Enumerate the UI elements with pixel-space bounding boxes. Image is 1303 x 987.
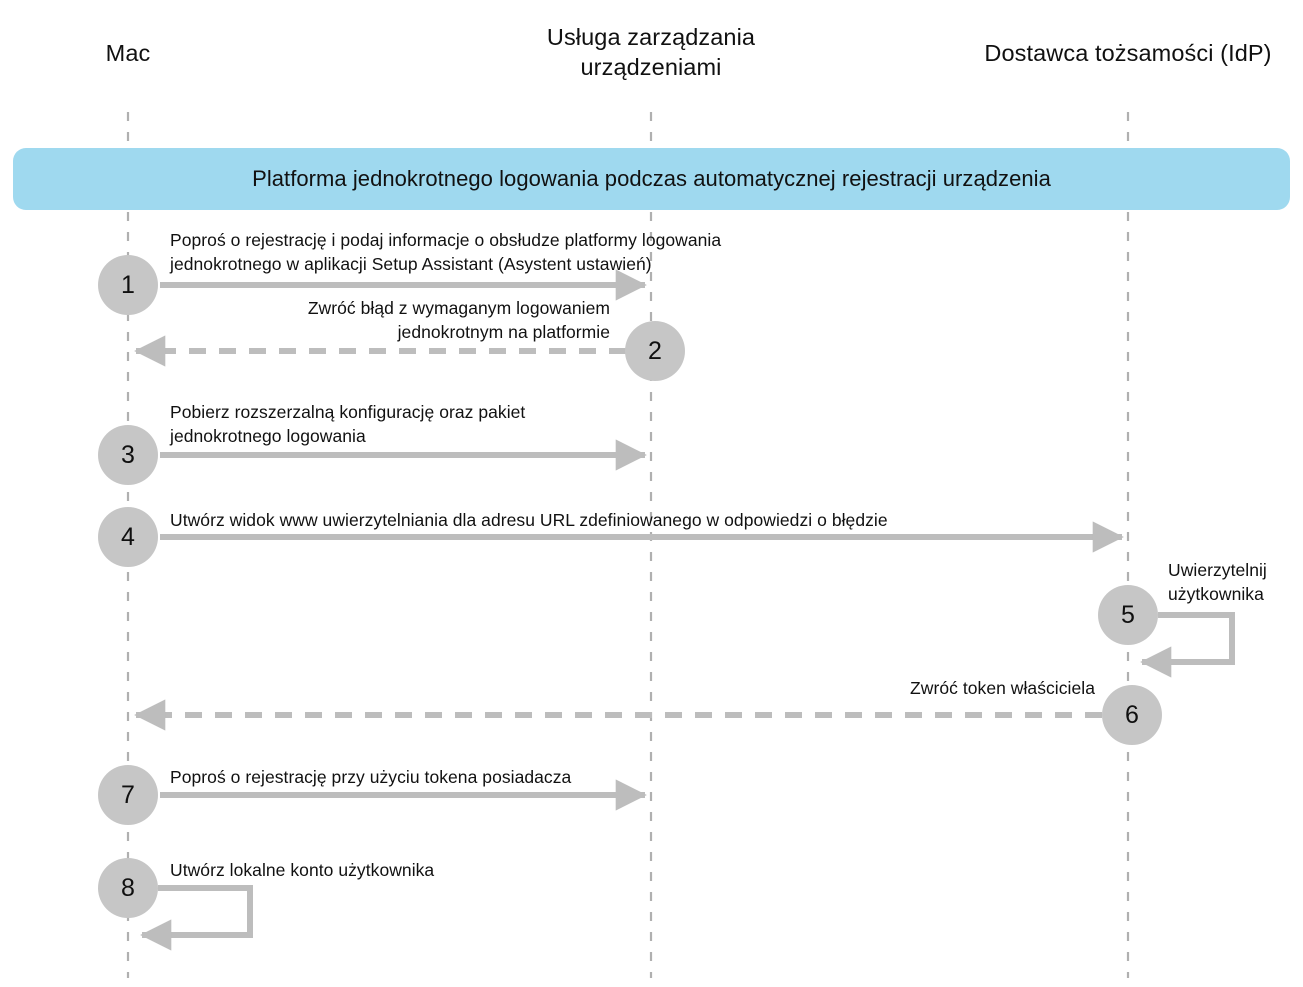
step-number-6: 6 [1102,685,1162,745]
message-label-5: Uwierzytelnij użytkownika [1168,560,1267,604]
message-label-1: Poproś o rejestrację i podaj informacje … [170,230,722,274]
lane-title-mac: Mac [105,40,151,66]
message-label-6: Zwróć token właściciela [910,678,1095,698]
step-number-5-label: 5 [1121,600,1135,629]
lane-title-mdm: Usługa zarządzania urządzeniami [546,24,756,80]
step-number-6-label: 6 [1125,700,1139,729]
arrow-step-5-selfloop [1140,612,1235,678]
step-number-8-label: 8 [121,873,135,902]
step-number-2-label: 2 [648,336,662,365]
message-label-3: Pobierz rozszerzalną konfigurację oraz p… [170,402,526,446]
step-number-5: 5 [1098,585,1158,645]
message-label-7: Poproś o rejestrację przy użyciu tokena … [170,767,572,787]
message-label-4: Utwórz widok www uwierzytelniania dla ad… [170,510,888,530]
step-number-1-label: 1 [121,270,135,299]
phase-banner-label: Platforma jednokrotnego logowania podcza… [252,166,1051,191]
message-label-2: Zwróć błąd z wymaganym logowaniem jednok… [307,298,610,342]
step-number-3: 3 [98,425,158,485]
step-number-7-label: 7 [121,780,135,809]
arrow-step-8-selfloop [140,885,253,951]
step-number-2: 2 [625,321,685,381]
step-number-4: 4 [98,507,158,567]
step-number-4-label: 4 [121,522,135,551]
step-number-8: 8 [98,858,158,918]
lane-title-idp: Dostawca tożsamości (IdP) [984,40,1272,66]
message-label-8: Utwórz lokalne konto użytkownika [170,860,435,880]
step-number-7: 7 [98,765,158,825]
step-number-3-label: 3 [121,440,135,469]
phase-banner: Platforma jednokrotnego logowania podcza… [13,148,1290,210]
step-number-1: 1 [98,255,158,315]
